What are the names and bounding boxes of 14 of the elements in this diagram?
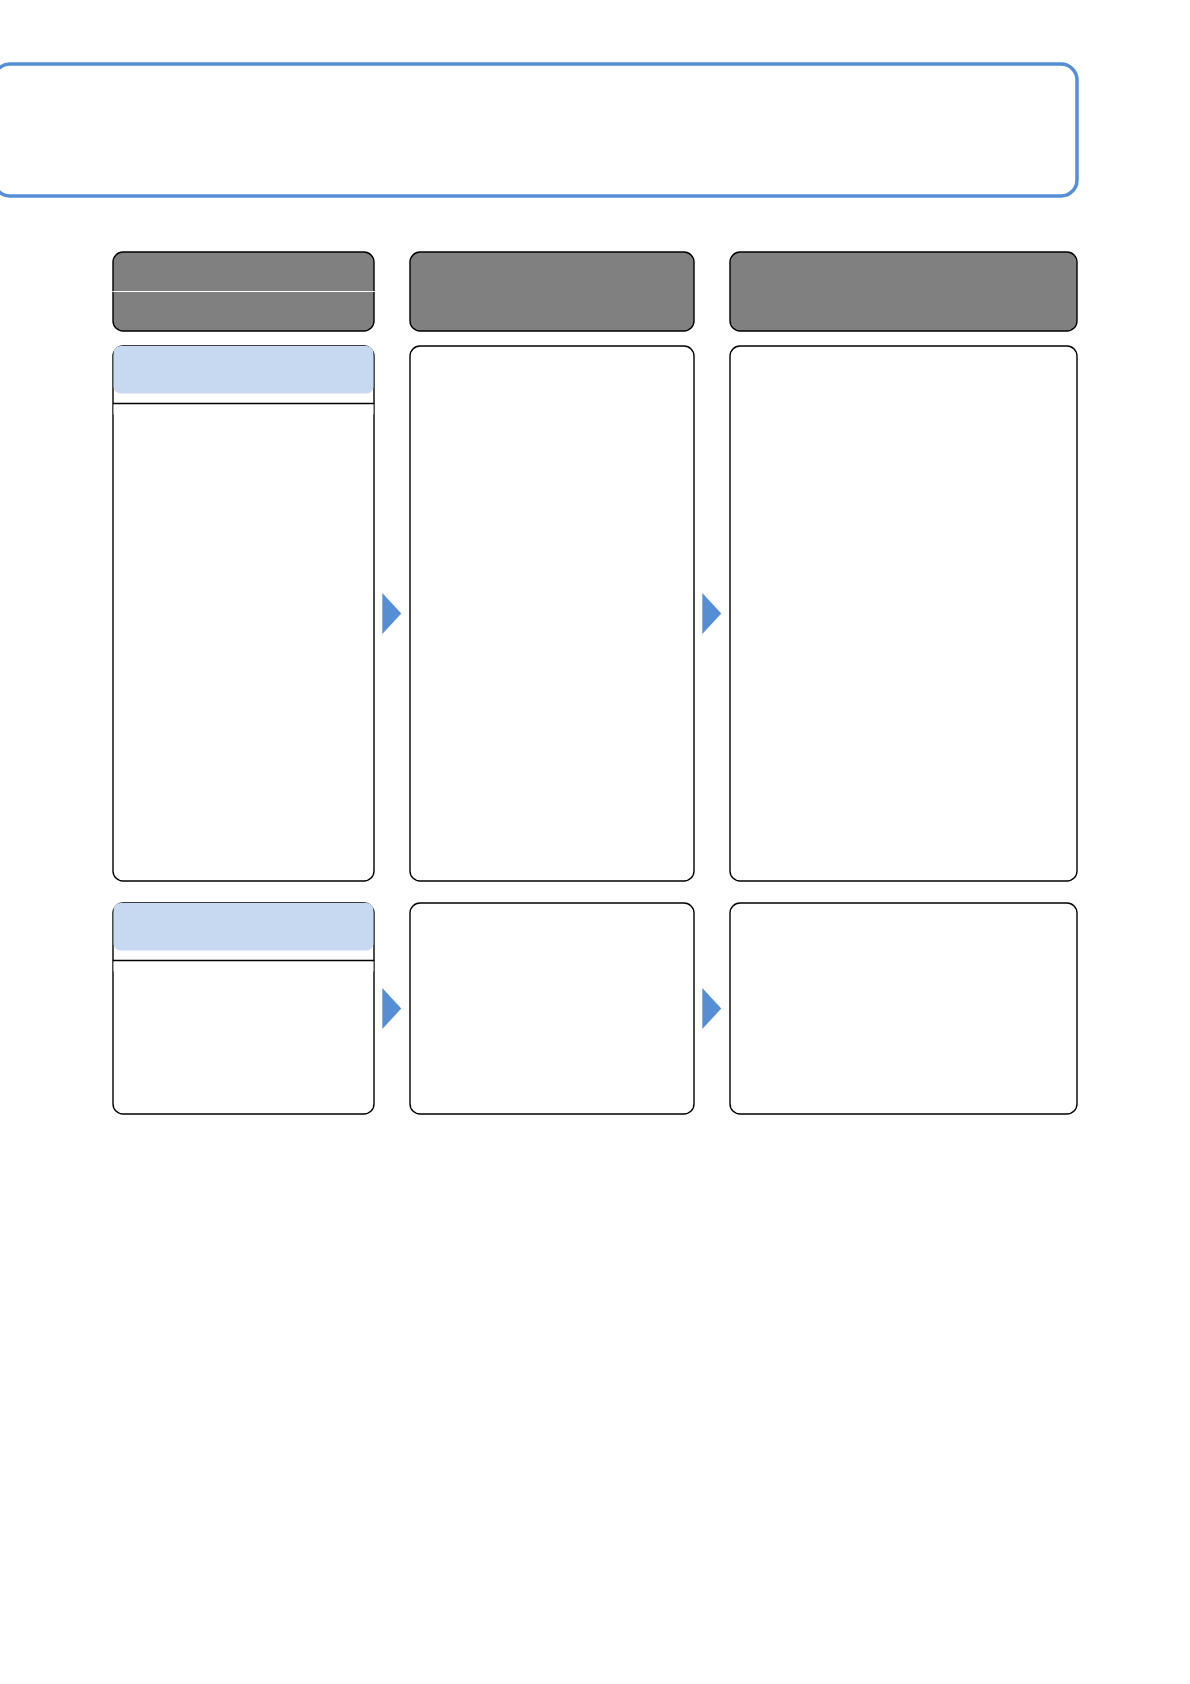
- process-box: [409, 902, 695, 1115]
- arrow: [702, 988, 722, 1029]
- header-box: [111, 251, 376, 332]
- arrow: [382, 988, 402, 1029]
- title-banner: [0, 62, 1079, 198]
- arrow: [382, 593, 402, 634]
- process-box: [729, 345, 1078, 882]
- process-box: [729, 902, 1078, 1115]
- header-box: [729, 251, 1078, 332]
- header-strip: [112, 903, 375, 972]
- header-strip: [112, 346, 375, 415]
- arrow: [702, 593, 722, 634]
- header-box: [409, 251, 695, 332]
- process-box: [409, 345, 695, 882]
